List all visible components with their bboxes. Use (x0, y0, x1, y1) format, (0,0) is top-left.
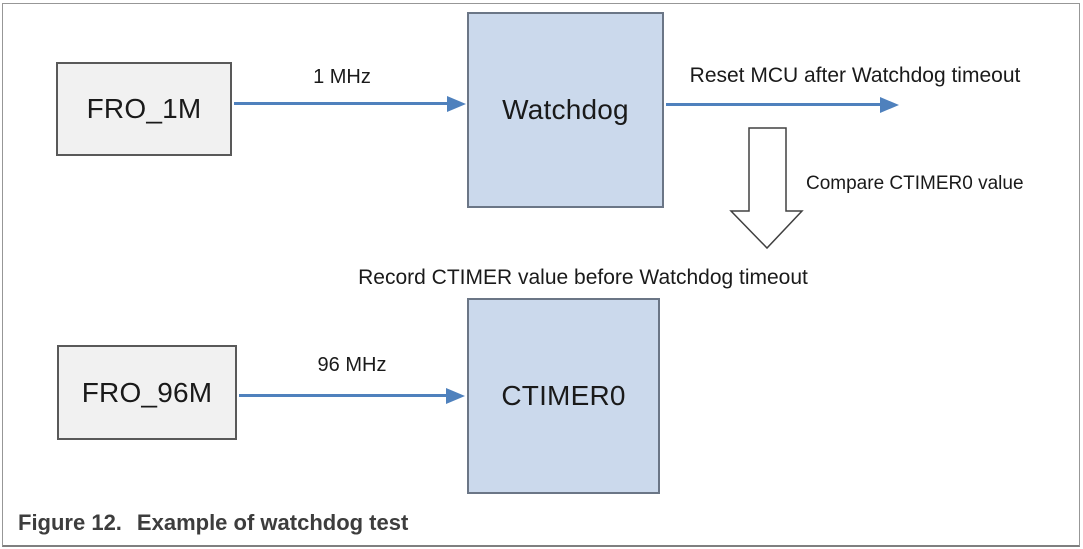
label-clock-96mhz: 96 MHz (317, 354, 387, 376)
down-block-arrow-icon (729, 127, 804, 250)
arrow-fro1m-to-watchdog-head (447, 96, 466, 112)
block-ctimer0: CTIMER0 (467, 298, 660, 494)
figure-caption-title: Example of watchdog test (136, 510, 409, 535)
block-fro-1m: FRO_1M (56, 62, 232, 156)
label-reset-mcu: Reset MCU after Watchdog timeout (689, 64, 1021, 87)
arrow-fro96m-to-ctimer0-line (239, 394, 447, 397)
arrow-fro96m-to-ctimer0-head (446, 388, 465, 404)
label-record-ctimer: Record CTIMER value before Watchdog time… (358, 266, 808, 289)
figure-caption-number: Figure 12. (18, 510, 122, 535)
block-watchdog: Watchdog (467, 12, 664, 208)
arrow-fro1m-to-watchdog-line (234, 102, 448, 105)
label-compare-ctimer0: Compare CTIMER0 value (806, 173, 1024, 194)
arrow-watchdog-reset-head (880, 97, 899, 113)
figure-caption: Figure 12. Example of watchdog test (18, 510, 408, 536)
arrow-watchdog-reset-line (666, 103, 881, 106)
block-fro-96m: FRO_96M (57, 345, 237, 440)
label-clock-1mhz: 1 MHz (313, 66, 371, 88)
